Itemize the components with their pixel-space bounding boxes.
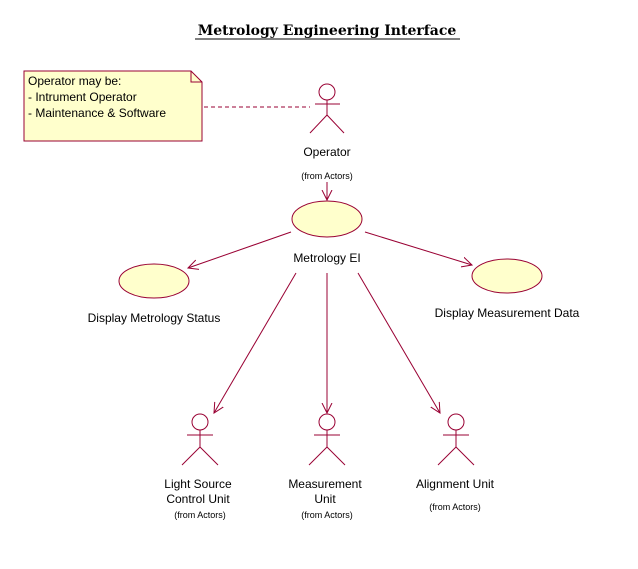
association-arrow — [188, 231, 292, 268]
actor-label: Light Source — [164, 477, 232, 491]
actor-label: Unit — [314, 492, 336, 506]
actor-alignment-unit[interactable]: Alignment Unit (from Actors) — [416, 413, 495, 512]
use-case-display-metrology-status[interactable]: Display Metrology Status — [88, 263, 221, 325]
actor-label: Measurement — [288, 477, 362, 491]
actor-icon — [437, 413, 475, 466]
actor-package: (from Actors) — [429, 502, 481, 512]
actor-label: Control Unit — [166, 492, 230, 506]
actor-icon — [308, 413, 346, 466]
note-line: - Intrument Operator — [28, 90, 137, 104]
association-arrow — [214, 272, 297, 413]
actor-label: Alignment Unit — [416, 477, 495, 491]
actor-light-source-control-unit[interactable]: Light Source Control Unit (from Actors) — [164, 413, 232, 520]
actor-measurement-unit[interactable]: Measurement Unit (from Actors) — [288, 413, 362, 520]
note-line: - Maintenance & Software — [28, 106, 166, 120]
note[interactable]: Operator may be: - Intrument Operator - … — [23, 70, 203, 142]
actor-package: (from Actors) — [301, 171, 353, 181]
note-line: Operator may be: — [28, 74, 121, 88]
association-arrow — [364, 231, 472, 265]
use-case-label: Display Measurement Data — [435, 306, 580, 320]
actor-package: (from Actors) — [301, 510, 353, 520]
association-arrow — [357, 272, 440, 413]
use-case-metrology-ei[interactable]: Metrology EI — [291, 200, 363, 265]
actor-label: Operator — [303, 145, 350, 159]
actor-icon — [309, 83, 345, 134]
actor-icon — [181, 413, 219, 466]
use-case-label: Display Metrology Status — [88, 311, 221, 325]
diagram-title: Metrology Engineering Interface — [198, 23, 457, 39]
use-case-label: Metrology EI — [293, 251, 360, 265]
use-case-display-measurement-data[interactable]: Display Measurement Data — [435, 258, 580, 320]
actor-operator[interactable]: Operator (from Actors) — [301, 83, 353, 181]
actor-package: (from Actors) — [174, 510, 226, 520]
